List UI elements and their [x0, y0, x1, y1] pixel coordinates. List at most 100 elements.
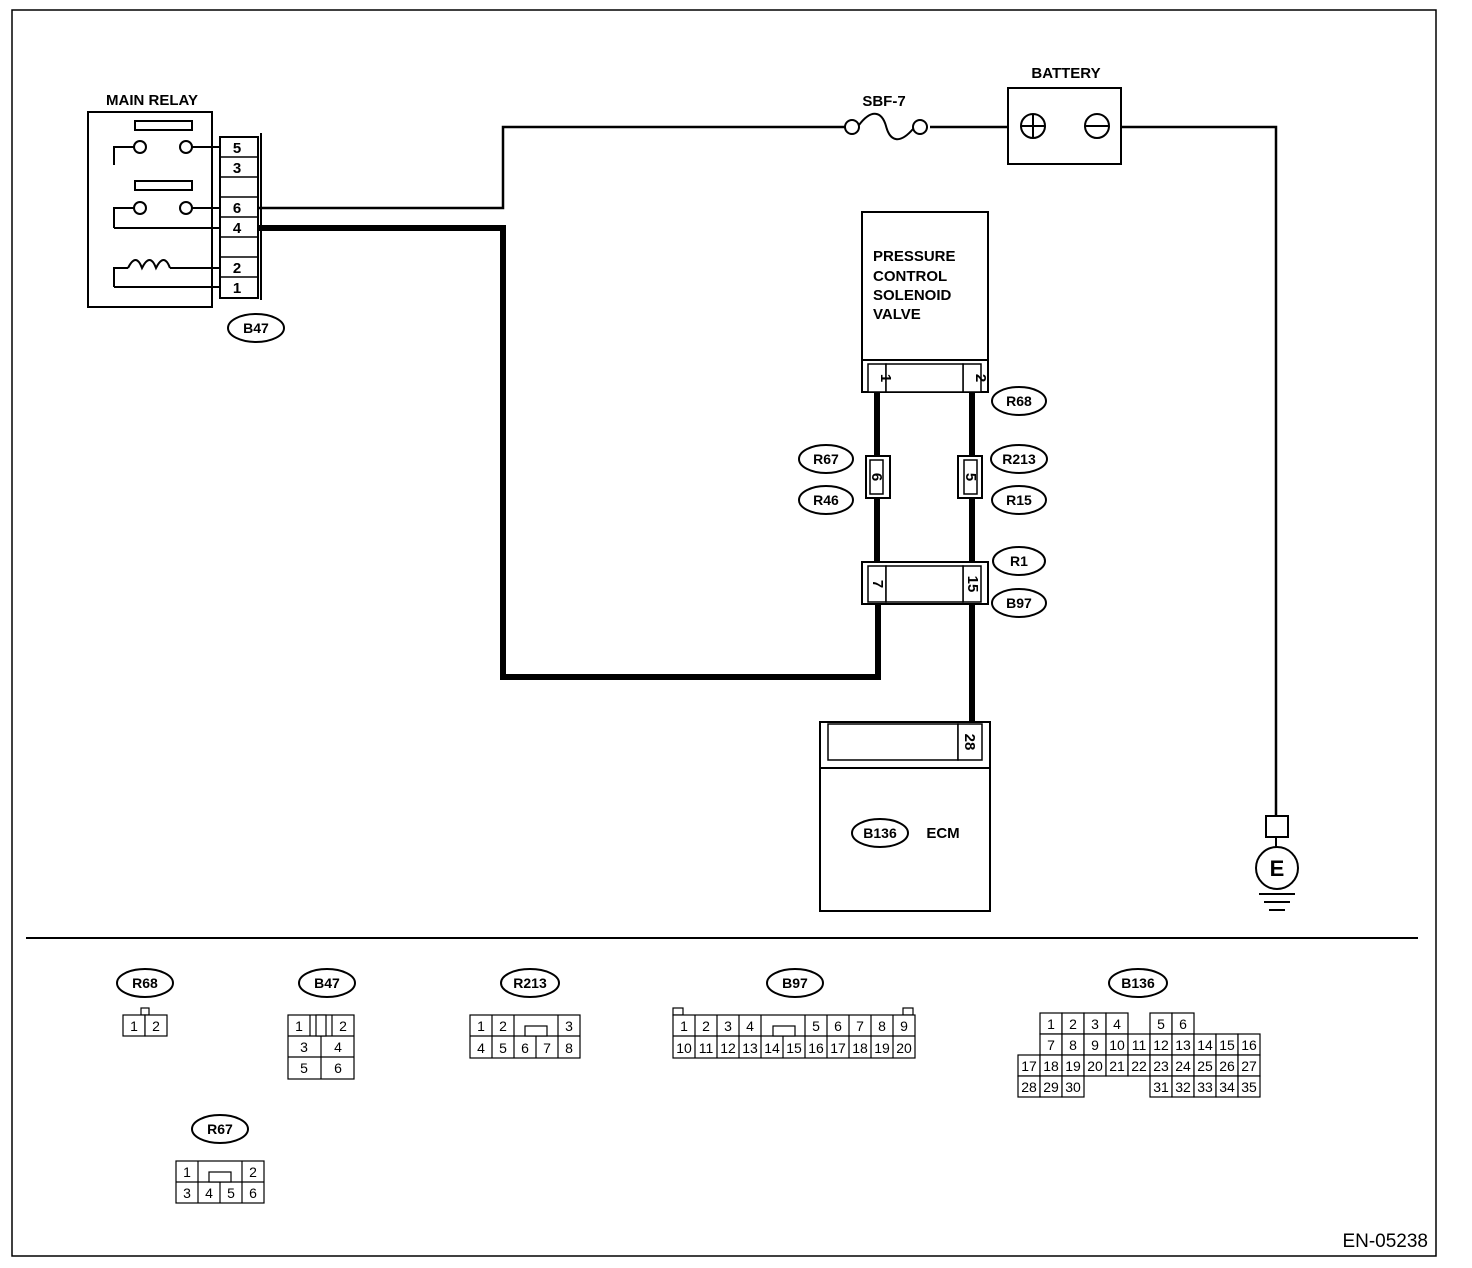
connector-r1-b97-inner: [885, 565, 964, 603]
wire-relay4-to-b97: [258, 225, 881, 680]
connector-view-b136-pin: 7: [1047, 1037, 1055, 1053]
ecm: 28 B136 ECM: [819, 721, 991, 912]
connector-view-b136-pin: 20: [1087, 1058, 1103, 1074]
connector-view-b136-pin: 8: [1069, 1037, 1077, 1053]
relay-pin-6: 6: [233, 200, 241, 217]
main-relay-body: [87, 111, 213, 308]
connector-view-r213-pin: 2: [499, 1018, 507, 1034]
connector-view-b136-pin: 27: [1241, 1058, 1257, 1074]
wire-battery-to-ground: [1120, 125, 1278, 816]
connector-view-b136-pin: 28: [1021, 1079, 1037, 1095]
connector-r67-badge: [798, 444, 854, 474]
connector-view-b97-pin: 16: [808, 1040, 824, 1056]
connector-r1-b97-pin-15: 15: [964, 576, 981, 593]
connector-view-r68-label: R68: [132, 975, 158, 991]
inline-connector-r213-r15: 5 R213 R15: [957, 444, 1048, 515]
diagram-frame: [11, 9, 1437, 1257]
connector-view-b136-pin: 30: [1065, 1079, 1081, 1095]
connector-view-b136-pin: 17: [1021, 1058, 1037, 1074]
relay-contact-upper-right: [179, 140, 193, 154]
connector-view-b136-pin: 2: [1069, 1016, 1077, 1032]
connector-view-b97-pin: 13: [742, 1040, 758, 1056]
connector-view-b97-pin: 1: [680, 1018, 688, 1034]
main-relay-label: MAIN RELAY: [106, 92, 198, 109]
connector-r213-label: R213: [1002, 451, 1036, 467]
connector-view-b136-pin: 12: [1153, 1037, 1169, 1053]
connector-view-b136-label: B136: [1121, 975, 1155, 991]
connector-view-b47-badge: [298, 968, 356, 998]
connector-view-b136-badge: [1108, 968, 1168, 998]
connector-view-r213-pin: 5: [499, 1040, 507, 1056]
relay-pin-2: 2: [233, 260, 241, 277]
connector-view-b136-pin: 33: [1197, 1079, 1213, 1095]
relay-pin-1: 1: [233, 280, 241, 297]
solenoid-body: [861, 211, 989, 361]
connector-r213-badge: [990, 444, 1048, 474]
connector-view-r68-pin: 1: [130, 1018, 138, 1034]
connector-view-b47-pin: 1: [295, 1018, 303, 1034]
solenoid-label-line2: CONTROL: [873, 268, 947, 285]
connector-view-r213-pin: 7: [543, 1040, 551, 1056]
connector-view-b47-pin: 5: [300, 1060, 308, 1076]
connector-view-b47-pin: 4: [334, 1039, 342, 1055]
connector-view-b97-pin: 19: [874, 1040, 890, 1056]
fuse-sbf7: SBF-7: [844, 93, 928, 141]
connector-view-b97-pin: 5: [812, 1018, 820, 1034]
inline-connector-r67-r46: 6 R67 R46: [798, 444, 891, 515]
relay-pin-5: 5: [233, 140, 241, 157]
main-relay: MAIN RELAY 5 3 6 4 2 1 B47: [87, 92, 285, 343]
ground-terminal: [1265, 815, 1289, 838]
connector-view-b97-row-top: 1 2 3 4 5 6 7 8 9: [680, 1015, 908, 1036]
relay-pin-3: 3: [233, 160, 241, 177]
connector-view-b47-pin: 2: [339, 1018, 347, 1034]
connector-view-b136-pin: 9: [1091, 1037, 1099, 1053]
connector-r15-badge: [991, 485, 1047, 515]
connector-view-r67-key: [208, 1171, 232, 1183]
connector-b97-label: B97: [1006, 595, 1032, 611]
connector-view-b136-pin: 22: [1131, 1058, 1147, 1074]
connector-view-b136-pin: 21: [1109, 1058, 1125, 1074]
connector-view-r213: R213 1 2 3 4 5 6 7 8: [469, 968, 581, 1059]
solenoid-pin-1: 1: [877, 374, 894, 382]
relay-contact-bar-upper: [134, 120, 193, 131]
connector-view-b136-pin: 24: [1175, 1058, 1191, 1074]
relay-contact-upper-left: [133, 140, 147, 154]
connector-view-b97-pin: 20: [896, 1040, 912, 1056]
connector-view-r67-label: R67: [207, 1121, 233, 1137]
connector-view-b136-pin: 35: [1241, 1079, 1257, 1095]
connector-r67-label: R67: [813, 451, 839, 467]
connector-b136-label: B136: [863, 825, 897, 841]
connector-view-b97-pin: 12: [720, 1040, 736, 1056]
relay-contact-lower-left: [133, 201, 147, 215]
fuse-terminal-right: [912, 119, 928, 135]
connector-view-r213-pin: 3: [565, 1018, 573, 1034]
connector-view-b136-pin: 19: [1065, 1058, 1081, 1074]
connector-view-r213-badge: [500, 968, 560, 998]
connector-view-b136-pin: 14: [1197, 1037, 1213, 1053]
connector-view-b97-pin: 15: [786, 1040, 802, 1056]
connector-view-b136-pin: 6: [1179, 1016, 1187, 1032]
solenoid-label-line1: PRESSURE: [873, 248, 956, 265]
ground-e: E: [1255, 815, 1299, 911]
connector-view-b136-pin: 25: [1197, 1058, 1213, 1074]
fuse-terminal-left: [844, 119, 860, 135]
connector-r1-b97: 7 15 R1 B97: [861, 546, 1047, 618]
connector-view-b47-key: [315, 1014, 327, 1037]
relay-coil-icon: [113, 259, 220, 288]
connector-view-b97-label: B97: [782, 975, 808, 991]
solenoid-label-line3: SOLENOID: [873, 287, 952, 304]
connector-view-b97-pin: 4: [746, 1018, 754, 1034]
wire-relay6-to-fuse: [258, 125, 846, 210]
connector-view-b47: B47 1 2 3 4 5 6: [287, 968, 356, 1080]
connector-r1-b97-pin-7: 7: [869, 580, 886, 588]
connector-view-b47-pin: 6: [334, 1060, 342, 1076]
connector-view-r67-badge: [191, 1114, 249, 1144]
relay-contact-lower-right: [179, 201, 193, 215]
connector-view-b136-pin: 32: [1175, 1079, 1191, 1095]
connector-b47-label: B47: [243, 320, 269, 336]
connector-r213-r15-pin-5: 5: [962, 473, 979, 481]
figure-id: EN-05238: [1342, 1231, 1428, 1252]
